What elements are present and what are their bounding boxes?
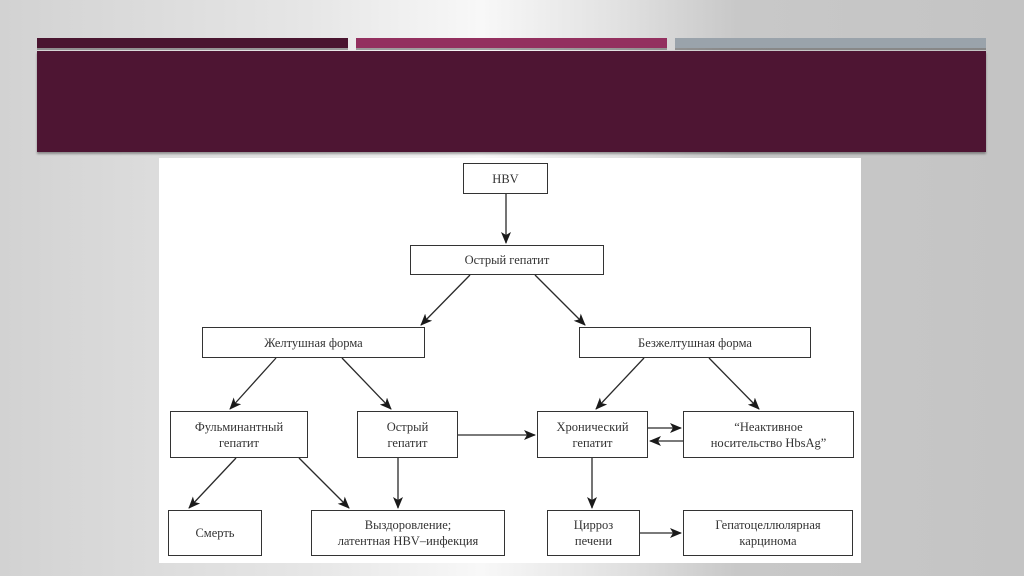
node-inactive-carrier: “Неактивное носительство HbsAg”	[683, 411, 854, 458]
diagram-panel	[159, 158, 861, 563]
accent-bar-gray	[675, 38, 986, 50]
node-recovery: Выздоровление; латентная HBV–инфекция	[311, 510, 505, 556]
node-acute-hepatitis-2: Острый гепатит	[357, 411, 458, 458]
node-fulminant-hepatitis: Фульминантный гепатит	[170, 411, 308, 458]
node-hcc: Гепатоцеллюлярная карцинома	[683, 510, 853, 556]
accent-bar-plum	[37, 38, 348, 50]
node-acute-hepatitis: Острый гепатит	[410, 245, 604, 275]
accent-bar-magenta	[356, 38, 667, 50]
node-chronic-hepatitis: Хронический гепатит	[537, 411, 648, 458]
node-hbv: HBV	[463, 163, 548, 194]
node-cirrhosis: Цирроз печени	[547, 510, 640, 556]
node-death: Смерть	[168, 510, 262, 556]
node-icteric-form: Желтушная форма	[202, 327, 425, 358]
title-banner	[37, 51, 986, 152]
node-anicteric-form: Безжелтушная форма	[579, 327, 811, 358]
